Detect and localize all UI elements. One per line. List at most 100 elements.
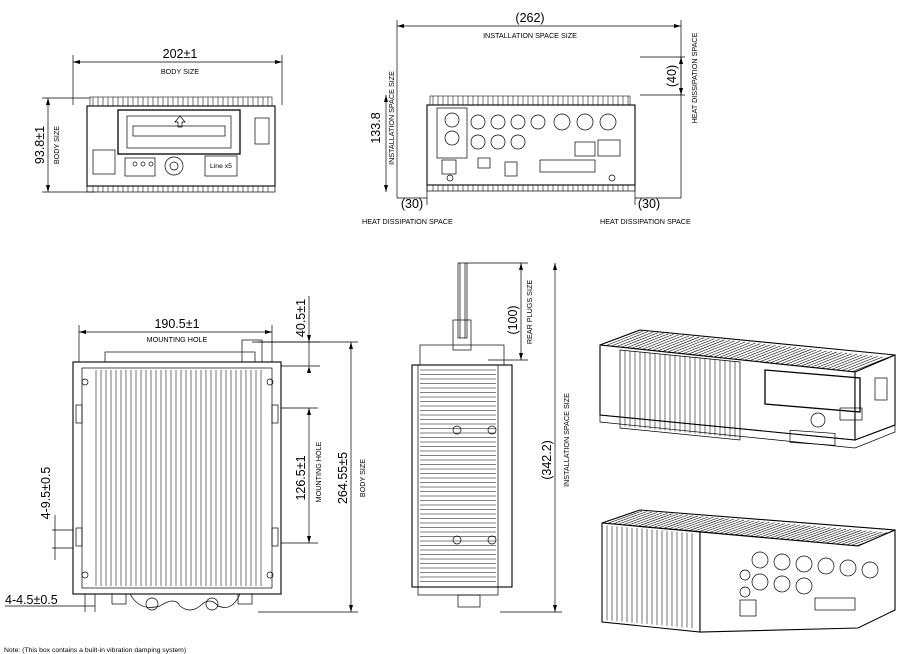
heat-sink-fin	[773, 348, 812, 365]
hole-callout-b-text: 4-4.5±0.5	[5, 593, 58, 607]
heat-sink-fin	[809, 528, 847, 543]
heat-sink-fin	[779, 526, 816, 540]
heat-sink-fin	[656, 515, 694, 529]
rear-left-gap-label: HEAT DISSIPATION SPACE	[362, 217, 453, 226]
heat-sink-fin	[764, 524, 801, 539]
heat-sink-fin	[667, 516, 704, 530]
heat-sink-fin	[799, 527, 836, 542]
side-install-value: (342.2)	[540, 440, 554, 480]
heat-sink-fin	[641, 513, 678, 528]
body-length-value: 264.55±5	[336, 452, 350, 504]
hole-callout-b: 4-4.5±0.5	[5, 593, 96, 612]
heat-sink-fin	[604, 330, 644, 347]
side-install-dimension: (342.2) INSTALLATION SPACE SIZE	[500, 263, 571, 613]
heat-sink-fin	[636, 513, 673, 527]
heat-sink-fin	[747, 346, 786, 362]
iso-view-rear	[601, 509, 896, 633]
rear-connector	[773, 553, 791, 571]
heat-sink-fin	[814, 353, 853, 369]
mounting-width-label: MOUNTING HOLE	[147, 335, 208, 344]
heat-sink-fin	[788, 350, 827, 367]
heat-sink-fin	[605, 510, 643, 525]
heat-sink-fin	[712, 342, 751, 358]
rear-install-width-value: (262)	[515, 11, 544, 25]
plug-dimension: (100) REAR PLUGS SIZE	[466, 262, 534, 361]
rear-top-gap-dimension: (40) HEAT DISSIPATION SPACE	[640, 32, 699, 123]
mounting-width-value: 190.5±1	[154, 317, 199, 331]
heat-sink-fin	[778, 349, 817, 365]
rear-connector	[861, 561, 879, 579]
rear-round-connector	[553, 113, 571, 131]
rear-install-height-label: INSTALLATION SPACE SIZE	[387, 71, 396, 165]
heat-sink-fin	[783, 350, 822, 366]
heat-sink-fin	[839, 356, 878, 372]
heat-sink-fin	[748, 523, 785, 537]
heat-sink-fin	[676, 338, 715, 354]
rear-connector	[751, 573, 769, 591]
rear-top-gap-label: HEAT DISSIPATION SPACE	[690, 32, 699, 123]
heat-sink-fin	[784, 526, 821, 540]
rear-left-gap-value: (30)	[401, 197, 423, 211]
mounting-length-dimension: 126.5±1 MOUNTING HOLE	[278, 407, 323, 544]
heat-sink-fin	[681, 339, 720, 355]
heat-sink-fin	[645, 335, 684, 351]
top-view: 190.5±1 MOUNTING HOLE 40.5±1 126.5±1 MOU…	[5, 296, 367, 613]
heat-sink-fin	[820, 529, 857, 544]
rear-connector	[470, 114, 486, 130]
heat-sink-fin	[743, 522, 780, 537]
heat-sink-fin	[631, 512, 668, 527]
heat-sink-fin	[723, 521, 760, 535]
heat-sink-fin	[717, 342, 756, 359]
rear-round-connector	[576, 113, 594, 131]
heat-sink-fin	[620, 332, 659, 348]
heat-sink-fin	[610, 331, 649, 347]
heat-sink-fin	[682, 517, 719, 531]
heat-sink-fin	[803, 352, 843, 368]
rear-connector	[839, 559, 857, 577]
heat-sink-fin	[625, 332, 664, 349]
heat-sink-fin	[804, 528, 842, 542]
heat-sink-fin	[819, 353, 858, 370]
heat-sink-fin	[686, 339, 725, 356]
heat-sink-fin	[615, 331, 654, 348]
heat-sink-fin	[774, 525, 811, 540]
rear-left-gap-dimension: (30) HEAT DISSIPATION SPACE	[362, 186, 453, 226]
front-view: 202±1 BODY SIZE 93.8±1 BODY SIZE	[33, 47, 283, 193]
rear-body	[426, 95, 636, 192]
rear-right-gap-label: HEAT DISSIPATION SPACE	[600, 217, 691, 226]
heat-sink-fin	[849, 357, 888, 373]
rear-install-width-dimension: (262) INSTALLATION SPACE SIZE	[396, 11, 682, 198]
heat-sink-fin	[611, 511, 648, 525]
rear-connector	[817, 557, 835, 575]
top-body	[72, 339, 282, 611]
heat-sink-fin	[661, 336, 700, 353]
rear-connector	[470, 134, 486, 150]
heat-sink-fin	[702, 519, 740, 533]
body-length-label: BODY SIZE	[358, 459, 367, 497]
heat-sink-fin	[672, 516, 709, 531]
heat-sink-fin	[829, 354, 868, 371]
heat-sink-fin	[850, 532, 887, 546]
front-height-dimension: 93.8±1 BODY SIZE	[33, 97, 95, 193]
heat-sink-fin	[753, 523, 791, 538]
heat-sink-fin	[732, 344, 771, 361]
heat-sink-fin	[666, 337, 705, 353]
heat-sink-fin	[798, 351, 837, 368]
heat-sink-fin	[769, 525, 806, 539]
body-length-dimension: 264.55±5 BODY SIZE	[258, 341, 367, 613]
iso-view-front	[599, 329, 896, 449]
rear-connector	[795, 555, 813, 573]
heat-sink-fin	[824, 354, 863, 370]
mounting-width-dimension: 190.5±1 MOUNTING HOLE	[78, 317, 273, 400]
heat-sink-fin	[758, 524, 796, 538]
heat-sink-fin	[718, 520, 755, 535]
heat-sink-fin	[626, 512, 663, 527]
heat-sink-fin	[650, 335, 690, 352]
heat-sink-fin	[757, 347, 797, 363]
heat-sink-fin	[844, 356, 883, 373]
front-height-value: 93.8±1	[33, 126, 47, 164]
heat-sink-fin	[845, 531, 882, 546]
side-body	[411, 262, 513, 608]
heat-sink-fin	[763, 347, 802, 364]
